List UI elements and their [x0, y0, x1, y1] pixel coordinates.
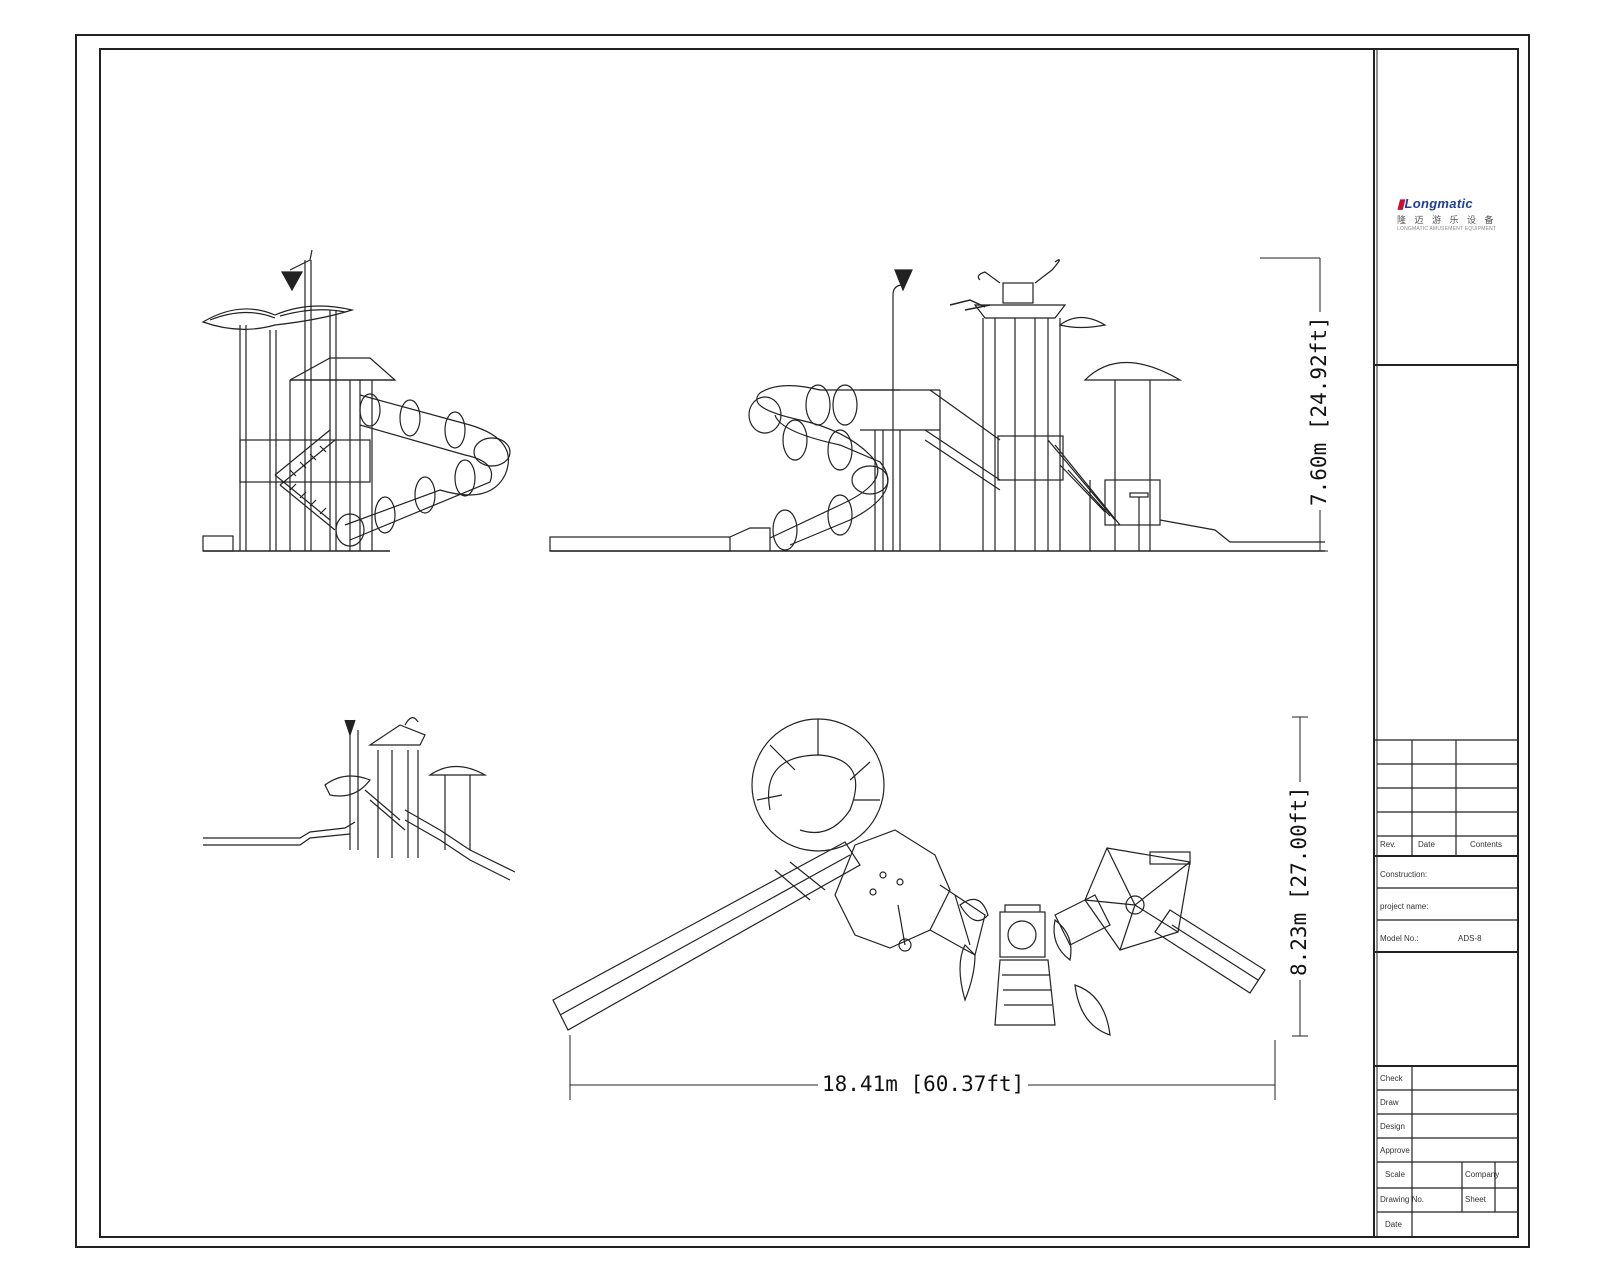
perspective-view — [203, 717, 516, 881]
rev-header: Rev. — [1380, 840, 1396, 849]
date-header: Date — [1418, 840, 1435, 849]
elevation-front — [549, 259, 1325, 552]
company-label: Company — [1465, 1170, 1500, 1179]
title-block — [1373, 48, 1519, 1238]
title-block-grid — [1373, 50, 1519, 1236]
width-dimension-label: 18.41m [60.37ft] — [818, 1072, 1029, 1096]
company-logo: ▮Longmatic 隆 迈 游 乐 设 备 LONGMATIC AMUSEME… — [1397, 196, 1517, 232]
approve-label: Approve — [1380, 1146, 1410, 1155]
logo-text: ▮Longmatic — [1397, 196, 1473, 211]
model-no-value: ADS-8 — [1458, 934, 1482, 943]
drawing-no-label: Drawing No. — [1380, 1195, 1425, 1204]
plan-dimensions — [569, 716, 1308, 1100]
date-label: Date — [1385, 1220, 1402, 1229]
depth-dimension-label: 8.23m [27.00ft] — [1287, 782, 1311, 980]
elevation-left — [201, 249, 511, 552]
outer-frame — [75, 34, 1530, 1248]
height-dimension-label: 7.60m [24.92ft] — [1307, 312, 1331, 510]
scale-label: Scale — [1385, 1170, 1406, 1179]
project-name-label: project name: — [1380, 902, 1429, 911]
draw-label: Draw — [1380, 1098, 1399, 1107]
model-no-label: Model No.: — [1380, 934, 1419, 943]
logo-cn-text: 隆 迈 游 乐 设 备 — [1397, 215, 1497, 225]
logo-en-text: LONGMATIC AMUSEMENT EQUIPMENT — [1397, 226, 1497, 232]
construction-label: Construction: — [1380, 870, 1428, 879]
plan-view — [552, 718, 1266, 1036]
check-label: Check — [1380, 1074, 1403, 1083]
sheet-label: Sheet — [1465, 1195, 1486, 1204]
inner-frame — [99, 48, 1519, 1238]
design-label: Design — [1380, 1122, 1405, 1131]
contents-header: Contents — [1470, 840, 1503, 849]
